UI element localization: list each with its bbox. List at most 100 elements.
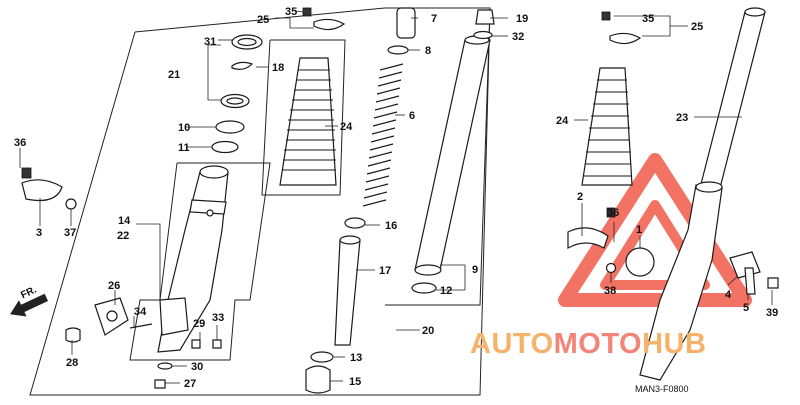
callout-4: 4 (725, 289, 732, 301)
ring-16 (344, 217, 366, 229)
nut-38 (605, 262, 617, 274)
callout-34: 34 (134, 306, 147, 318)
fork-assembly-frame (29, 7, 491, 396)
callout-7: 7 (431, 13, 437, 25)
nut-37-part (65, 198, 77, 210)
spacer-7 (396, 7, 416, 39)
inner-tube-bottom (414, 264, 442, 276)
callout-5: 5 (743, 302, 749, 314)
callout-23: 23 (676, 112, 688, 124)
callout-26: 26 (108, 280, 120, 292)
bushing-part (211, 140, 239, 154)
callout-24-right: 24 (556, 115, 569, 127)
callout-25-right: 25 (691, 21, 703, 33)
callout-35-left: 35 (285, 6, 297, 18)
outer-tube-frame (129, 162, 271, 361)
boot-clamp-right (609, 32, 642, 45)
circlip-part (231, 61, 254, 70)
cap-28-part (65, 327, 81, 343)
front-arrow: FR. (10, 284, 49, 317)
callout-38: 38 (604, 285, 616, 297)
rebound-spring-13 (310, 351, 334, 363)
inner-tube (411, 9, 495, 294)
axle-holder (94, 297, 153, 336)
boot-24-left (279, 57, 337, 186)
callout-11: 11 (178, 142, 190, 154)
reflector-bracket-2 (567, 227, 609, 250)
leader-lines (19, 10, 773, 384)
callout-9: 9 (472, 264, 478, 276)
right-leg-assembly (567, 7, 779, 381)
callout-36-left: 36 (14, 137, 26, 149)
callouts: 35 25 31 18 21 24 10 11 7 8 6 19 32 16 1… (14, 6, 778, 390)
outer-tube-top (199, 165, 229, 179)
callout-21: 21 (168, 69, 180, 81)
fork-cap-19 (475, 9, 495, 25)
boot-clamp-top (313, 18, 346, 31)
callout-29: 29 (193, 318, 205, 330)
callout-12: 12 (440, 285, 452, 297)
washer-8 (387, 45, 409, 55)
oil-seal-inner (226, 97, 244, 105)
washer-30-part (157, 362, 173, 370)
boot-frame (261, 39, 346, 196)
reflector-1 (625, 247, 655, 277)
axle-holder-hole (106, 310, 118, 322)
callout-22: 22 (117, 230, 129, 242)
bolt-33-part (212, 339, 222, 349)
callout-35-right: 35 (642, 13, 654, 25)
fork-tube-23-top (744, 7, 766, 17)
diagram-code: MAN3-F0800 (635, 384, 689, 394)
watermark-triangle-inner (600, 200, 710, 290)
callout-19: 19 (516, 13, 528, 25)
callout-36-right: 36 (607, 207, 619, 219)
spring-assembly (305, 7, 416, 394)
spring-frame (385, 7, 491, 306)
callout-39: 39 (766, 307, 778, 319)
watermark-text-auto: AUTO (470, 328, 554, 360)
bolt-36-left (21, 167, 32, 179)
bolt-27-part (154, 379, 166, 389)
outer-tube-hole (206, 209, 214, 217)
callout-31: 31 (204, 36, 216, 48)
callout-30: 30 (191, 361, 203, 373)
outer-tube-right (639, 184, 723, 381)
callout-10: 10 (178, 122, 190, 134)
clamp-3-part (21, 179, 63, 202)
callout-25-left: 25 (257, 14, 269, 26)
outer-tube-left (157, 165, 229, 353)
callout-1: 1 (636, 224, 642, 236)
clamp-5 (744, 267, 756, 295)
callout-24-left: 24 (340, 121, 353, 133)
bolt-39 (767, 277, 779, 289)
slider-bushing-12 (411, 282, 437, 294)
callout-27: 27 (184, 378, 196, 390)
watermark-text-moto: MOTO (554, 328, 642, 360)
fork-tube-23 (699, 11, 766, 189)
outer-tube-flange (189, 199, 227, 215)
callout-14: 14 (118, 215, 131, 227)
callout-18: 18 (272, 62, 284, 74)
callout-37: 37 (64, 227, 76, 239)
bolt-35-left (302, 7, 312, 17)
spring-6 (362, 63, 404, 207)
callout-20: 20 (422, 325, 434, 337)
seal-group (211, 34, 263, 154)
bolt-36-right (606, 207, 616, 218)
outer-tube-right-top (695, 181, 723, 193)
callout-17: 17 (379, 265, 391, 277)
callout-8: 8 (425, 45, 431, 57)
dust-seal-inner (237, 37, 257, 47)
boot-ribs-left (282, 69, 336, 171)
oil-lock-piece-15 (305, 365, 331, 394)
watermark-text: AUTOMOTOHUB (470, 328, 706, 360)
callout-32: 32 (512, 31, 524, 43)
bolt-35-right (601, 11, 611, 21)
inner-tube-body (414, 39, 491, 271)
assembly-frames (29, 7, 491, 396)
callout-16: 16 (385, 220, 397, 232)
damper-rod-17 (334, 239, 361, 346)
callout-2: 2 (577, 191, 583, 203)
axle-bolt-34 (129, 323, 153, 329)
